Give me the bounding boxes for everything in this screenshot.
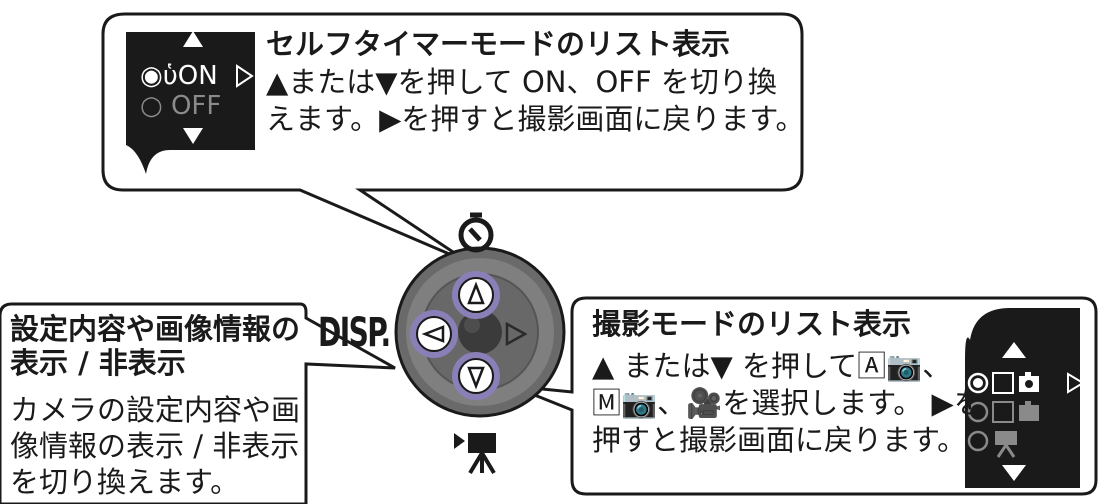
display-body: カメラの設定内容や画 像情報の表示 / 非表示 を切り換えます。 (10, 393, 301, 499)
shooting-mode-menu-art (967, 342, 1085, 481)
shooting-mode-body: ▲ または▼ を押して🄰📷、 🄼📷、🎥を選択します。 ▶を 押すと撮影画面に戻り… (592, 349, 983, 457)
dial-right-button[interactable] (505, 321, 528, 347)
dial-left-button[interactable] (410, 310, 458, 358)
self-timer-off-row: ○ OFF (140, 91, 222, 121)
disp-button-label[interactable]: DISP. (318, 310, 391, 356)
shooting-mode-title: 撮影モードのリスト表示 (592, 307, 912, 341)
timer-small-icon: ὑ (162, 61, 178, 91)
self-timer-title: セルフタイマーモードのリスト表示 (266, 27, 731, 61)
display-title: 設定内容や画像情報の 表示 / 非表示 (10, 312, 301, 380)
self-timer-body: ▲または▼を押して ON、OFF を切り換 えます。▶を押すと撮影画面に戻ります… (266, 65, 805, 136)
control-dial[interactable] (394, 246, 566, 418)
display-callout (0, 302, 396, 504)
movie-icon (454, 433, 496, 475)
shooting-mode-callout (511, 296, 1098, 496)
dial-down-button[interactable] (452, 352, 500, 400)
dial-up-button[interactable] (452, 271, 500, 319)
self-timer-callout (101, 12, 804, 264)
self-timer-icon (454, 212, 498, 257)
self-timer-on-row: ◉ὑON (140, 61, 218, 91)
self-timer-menu-arrows (183, 31, 254, 144)
